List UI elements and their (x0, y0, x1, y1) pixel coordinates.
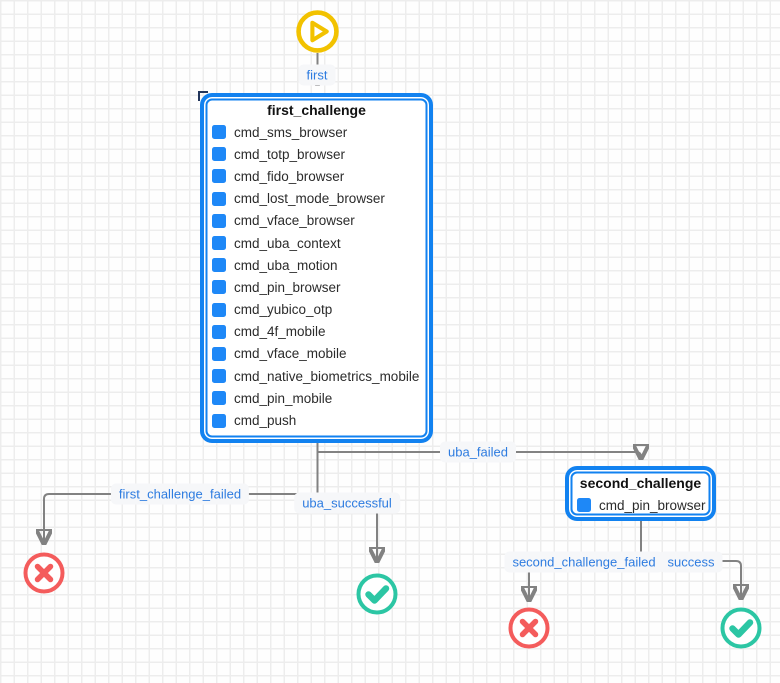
challenge-item[interactable]: cmd_uba_context (212, 232, 425, 254)
node-title: second_challenge (579, 475, 702, 491)
challenge-item[interactable]: cmd_push (212, 409, 425, 431)
challenge-item-label: cmd_vface_browser (234, 213, 355, 229)
challenge-item[interactable]: cmd_vface_mobile (212, 343, 425, 365)
challenge-item[interactable]: cmd_native_biometrics_mobile (212, 365, 425, 387)
command-square-icon (212, 125, 226, 140)
node-second-challenge[interactable]: second_challenge cmd_pin_browser (565, 466, 716, 521)
resize-handle-icon[interactable] (198, 91, 208, 101)
challenge-item-label: cmd_push (234, 413, 297, 429)
edge-label-success[interactable]: success (659, 551, 723, 573)
success-check-icon (356, 573, 398, 615)
challenge-item-label: cmd_yubico_otp (234, 302, 333, 318)
success-check-icon (720, 607, 762, 649)
challenge-item-label: cmd_sms_browser (234, 124, 348, 140)
command-square-icon (212, 147, 226, 162)
challenge-item[interactable]: cmd_4f_mobile (212, 321, 425, 343)
node-title: first_challenge (267, 102, 366, 118)
command-square-icon (212, 369, 226, 384)
command-square-icon (212, 346, 226, 361)
edge-label-second-challenge-failed[interactable]: second_challenge_failed (504, 551, 664, 573)
command-square-icon (212, 191, 226, 206)
challenge-item[interactable]: cmd_yubico_otp (212, 299, 425, 321)
play-icon (296, 10, 339, 53)
edge-label-uba-failed[interactable]: uba_failed (440, 441, 516, 463)
challenge-item-label: cmd_totp_browser (234, 146, 346, 162)
node-first-challenge[interactable]: first_challenge cmd_sms_browser cmd_totp_… (198, 91, 433, 443)
challenge-item-label: cmd_vface_mobile (234, 346, 347, 362)
command-square-icon (212, 413, 226, 428)
challenge-item-label: cmd_native_biometrics_mobile (234, 368, 420, 384)
command-square-icon (212, 258, 226, 273)
command-square-icon (212, 391, 226, 406)
command-square-icon (212, 302, 226, 317)
command-square-icon (212, 213, 226, 228)
edge-label-first[interactable]: first (298, 64, 336, 86)
challenge-item[interactable]: cmd_pin_browser (212, 276, 425, 298)
start-node[interactable] (295, 9, 340, 54)
fail-x-icon (508, 607, 550, 649)
fail-x-icon (23, 552, 65, 594)
challenge-item-label: cmd_pin_browser (599, 497, 706, 513)
challenge-item[interactable]: cmd_vface_browser (212, 210, 425, 232)
challenge-item[interactable]: cmd_totp_browser (212, 143, 425, 165)
challenge-items: cmd_sms_browser cmd_totp_browser cmd_fido_… (204, 121, 429, 436)
edge-label-uba-successful[interactable]: uba_successful (294, 492, 400, 514)
challenge-item[interactable]: cmd_fido_browser (212, 165, 425, 187)
challenge-item-label: cmd_fido_browser (234, 168, 345, 184)
success-node[interactable] (355, 572, 399, 616)
success-node[interactable] (719, 606, 763, 650)
challenge-item-label: cmd_lost_mode_browser (234, 191, 385, 207)
challenge-item[interactable]: cmd_uba_motion (212, 254, 425, 276)
command-square-icon (212, 324, 226, 339)
command-square-icon (577, 498, 591, 513)
challenge-item-label: cmd_4f_mobile (234, 324, 326, 340)
command-square-icon (212, 280, 226, 295)
challenge-item[interactable]: cmd_lost_mode_browser (212, 188, 425, 210)
challenge-item-label: cmd_uba_motion (234, 257, 338, 273)
challenge-item-label: cmd_pin_browser (234, 279, 341, 295)
challenge-item[interactable]: cmd_sms_browser (212, 121, 425, 143)
challenge-item[interactable]: cmd_pin_mobile (212, 387, 425, 409)
command-square-icon (212, 169, 226, 184)
edge-first-challenge-failed[interactable] (44, 493, 318, 543)
challenge-items: cmd_pin_browser (569, 494, 712, 520)
edge-uba-failed[interactable] (316, 443, 642, 458)
challenge-item-label: cmd_uba_context (234, 235, 341, 251)
edge-label-first-challenge-failed[interactable]: first_challenge_failed (110, 483, 250, 505)
failure-node[interactable] (507, 606, 551, 650)
challenge-item[interactable]: cmd_pin_browser (577, 494, 708, 516)
challenge-item-label: cmd_pin_mobile (234, 390, 333, 406)
command-square-icon (212, 236, 226, 251)
failure-node[interactable] (22, 551, 66, 595)
